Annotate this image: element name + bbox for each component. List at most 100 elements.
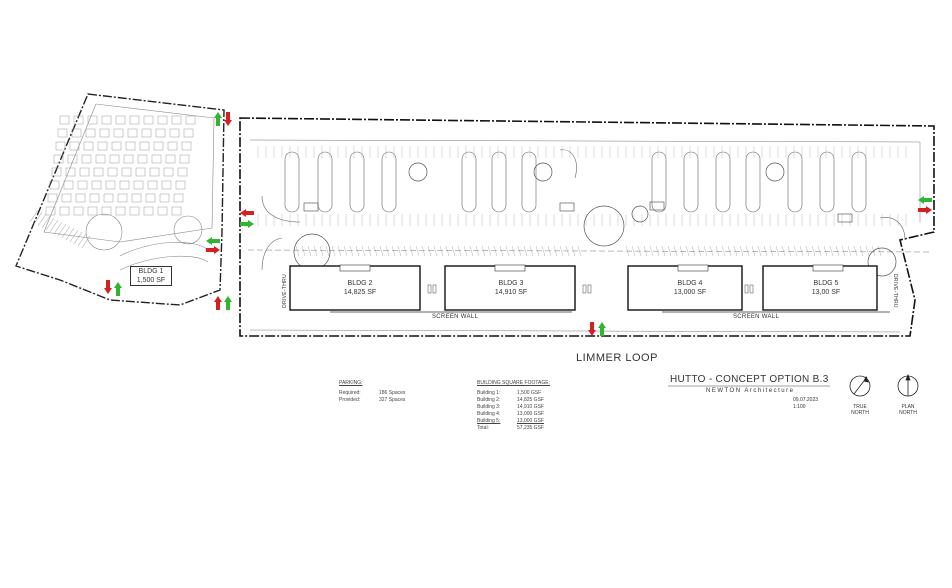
parking-stall-line <box>337 245 342 257</box>
parking-stall-line <box>529 245 534 257</box>
screen-wall-label-left: SCREEN WALL <box>432 314 479 320</box>
parking-stall-line <box>41 215 51 229</box>
parking-stall <box>155 128 166 138</box>
footage-value: 13,000 GSF <box>517 411 544 417</box>
parking-island <box>651 151 667 213</box>
parking-stall-line <box>487 245 492 257</box>
parking-stall-line <box>859 245 864 257</box>
parking-stall-line <box>77 233 87 247</box>
drive-thru-bollard <box>432 284 437 294</box>
parking-stall-line <box>29 209 39 223</box>
parking-stall <box>117 193 128 203</box>
building-2-footprint <box>289 265 421 311</box>
parking-stall-line <box>37 213 47 227</box>
parking-stall-line <box>313 245 318 257</box>
parking-heading: PARKING: <box>339 380 363 386</box>
parking-stall <box>183 128 194 138</box>
footage-label: Building 4: <box>477 411 501 417</box>
parking-stall-line <box>451 245 456 257</box>
bldg-2-label: BLDG 2 14,825 SF <box>335 279 385 297</box>
parking-stall-line <box>65 227 75 241</box>
parking-stall-line <box>295 245 300 257</box>
parking-stall <box>85 128 96 138</box>
parking-stall-line <box>565 245 570 257</box>
parking-stall-line <box>631 245 636 257</box>
building-entry-canopy <box>677 264 709 272</box>
parking-island <box>851 151 867 213</box>
main-site-boundary <box>239 117 935 337</box>
drawing-date: 09.07.2023 <box>793 397 819 403</box>
parking-stall-line <box>385 245 390 257</box>
parking-island <box>819 151 835 213</box>
parking-stall-line <box>445 245 450 257</box>
parking-stall-line <box>745 245 750 257</box>
parking-stall <box>137 154 148 164</box>
bldg-3-name: BLDG 3 <box>498 280 524 287</box>
parking-stall <box>69 141 80 151</box>
parking-stall-line <box>511 245 516 257</box>
parking-stall-line <box>739 245 744 257</box>
bldg-1-area: 1,500 SF <box>136 277 166 284</box>
parking-stall <box>153 141 164 151</box>
parking-stall-line <box>655 245 660 257</box>
parking-stall-line <box>325 245 330 257</box>
parking-stall <box>139 141 150 151</box>
parking-stall <box>61 193 72 203</box>
true-north-line1: TRUE <box>853 404 867 410</box>
parking-stall <box>59 115 70 125</box>
arrow-down-icon <box>224 112 232 126</box>
true-north-label: TRUE NORTH <box>845 404 875 416</box>
parking-stall-line <box>361 245 366 257</box>
footage-table: BUILDING SQUARE FOOTAGE: Building 1:1,50… <box>477 380 587 432</box>
footage-value: 14,910 GSF <box>517 404 544 410</box>
parking-stall <box>57 128 68 138</box>
parking-stall <box>171 115 182 125</box>
parking-stall-line <box>367 245 372 257</box>
parking-stall <box>95 154 106 164</box>
parking-stall-line <box>427 245 432 257</box>
parking-stall-line <box>535 245 540 257</box>
parking-stall-line <box>679 245 684 257</box>
dumpster-enclosure <box>303 202 319 212</box>
parking-stall-line <box>685 245 690 257</box>
parking-island <box>349 151 365 213</box>
parking-stall <box>77 180 88 190</box>
parking-stall-line <box>547 245 552 257</box>
parking-stall <box>99 128 110 138</box>
firm-name: NEWTON Architecture <box>706 388 795 394</box>
drive-curbs <box>261 149 906 271</box>
parking-stall-line <box>343 245 348 257</box>
bldg-4-name: BLDG 4 <box>677 280 703 287</box>
parking-row: Provided:327 Spaces <box>339 397 439 404</box>
parking-island <box>461 151 477 213</box>
parking-stall-line <box>391 245 396 257</box>
parking-stall <box>133 180 144 190</box>
parking-stall <box>151 154 162 164</box>
parking-stall <box>79 167 90 177</box>
parking-stall <box>141 128 152 138</box>
parking-stall <box>87 115 98 125</box>
footage-value: 57,235 GSF <box>517 425 544 431</box>
parking-stall-line <box>847 245 852 257</box>
footage-row: Building 1:1,500 GSF <box>477 390 587 397</box>
parking-stall-line <box>817 245 822 257</box>
drawing-scale: 1:100 <box>793 404 806 410</box>
parking-stall-line <box>733 245 738 257</box>
parking-stall <box>131 193 142 203</box>
parking-stall <box>129 206 140 216</box>
parking-stall-line <box>841 245 846 257</box>
footage-label: Building 2: <box>477 397 501 403</box>
parking-stall-line <box>877 245 882 257</box>
parking-stall <box>73 115 84 125</box>
bldg-1-name: BLDG 1 <box>138 268 164 275</box>
footage-value: 1,500 GSF <box>517 390 542 396</box>
bldg-5-name: BLDG 5 <box>813 280 839 287</box>
parking-stall <box>75 193 86 203</box>
parking-stall <box>91 180 102 190</box>
traffic-arrows <box>104 112 932 336</box>
parking-stall <box>111 141 122 151</box>
arrow-down-icon <box>104 280 112 294</box>
parking-stall <box>127 128 138 138</box>
parking-stall <box>51 167 62 177</box>
parking-stall-line <box>769 245 774 257</box>
